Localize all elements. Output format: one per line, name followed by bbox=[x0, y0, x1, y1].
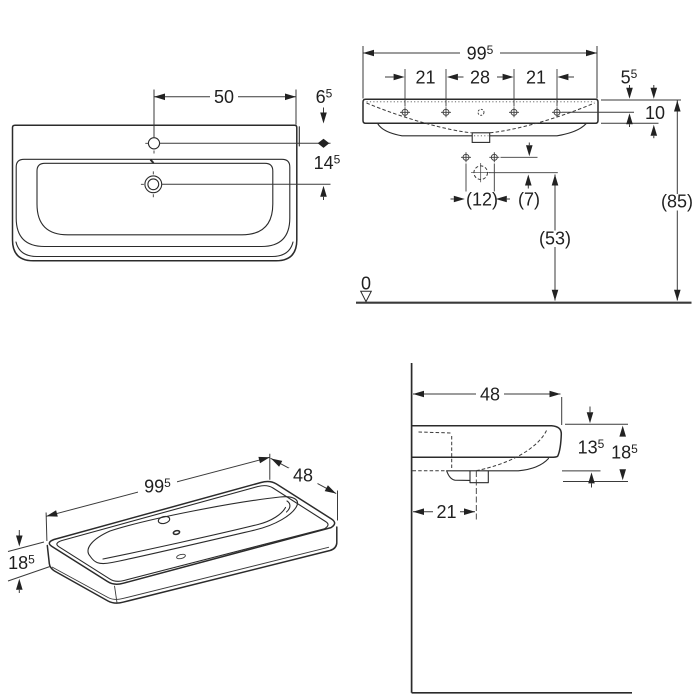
basin-front-outline bbox=[11, 124, 300, 262]
arrowhead bbox=[674, 289, 681, 301]
side-view-dimensions: 48 135 185 21 bbox=[413, 384, 638, 522]
overflow-slot bbox=[149, 158, 155, 164]
fixing-cross bbox=[489, 152, 500, 163]
arrowhead bbox=[320, 185, 327, 197]
arrowhead bbox=[650, 124, 658, 136]
fixing-cross bbox=[552, 107, 562, 118]
arrowhead bbox=[586, 49, 597, 57]
basin-bowl bbox=[87, 496, 298, 565]
dim-tap-left-label: 21 bbox=[415, 67, 435, 87]
drain-hole bbox=[140, 171, 163, 198]
arrowhead bbox=[674, 100, 681, 112]
arrowhead bbox=[413, 390, 424, 398]
dim-width-label: 995 bbox=[144, 476, 171, 497]
dim-tap-to-drain-label: 145 bbox=[314, 152, 341, 173]
height-dimensions: (53) (85) bbox=[536, 100, 697, 301]
fixing-cross bbox=[400, 107, 410, 118]
arrowhead bbox=[626, 87, 633, 99]
arrowhead bbox=[363, 49, 374, 57]
datum-triangle-icon bbox=[359, 290, 373, 303]
bracket-assembly: (12) (7) bbox=[450, 142, 558, 209]
arrowhead bbox=[619, 469, 626, 481]
arrowhead bbox=[324, 485, 336, 494]
dim-thickness-label: 10 bbox=[645, 103, 665, 123]
dim-drain-height-label: (53) bbox=[539, 228, 571, 248]
drain-outlet bbox=[471, 132, 491, 143]
dim-height-label: 185 bbox=[611, 442, 638, 463]
dim-drain-offset-label: 21 bbox=[436, 502, 456, 522]
arrowhead bbox=[413, 508, 424, 515]
arrowhead bbox=[650, 87, 658, 99]
arrowhead bbox=[557, 73, 569, 81]
dim-bracket-offset-label: (7) bbox=[518, 189, 540, 209]
front-view-dimensions: 50 65 145 bbox=[153, 87, 341, 200]
arrowhead bbox=[464, 508, 475, 515]
side-view: 48 135 185 21 bbox=[410, 363, 638, 694]
tap-hole-marks bbox=[400, 107, 562, 118]
drain-slot bbox=[176, 553, 186, 560]
tap-hole-mark bbox=[477, 108, 485, 116]
arrowhead bbox=[16, 535, 23, 547]
arrowhead bbox=[271, 458, 283, 467]
arrowhead bbox=[586, 412, 594, 424]
dim-depth-label: 48 bbox=[480, 384, 500, 404]
wall-line bbox=[410, 363, 632, 694]
diamond-marker bbox=[317, 138, 330, 148]
dim-bracket-span-label: (12) bbox=[466, 189, 498, 209]
width-dimension: 995 bbox=[362, 43, 598, 99]
front-view: 50 65 145 bbox=[11, 87, 341, 262]
fixing-cross bbox=[461, 152, 471, 163]
tap-spacing-dimensions: 21 28 21 bbox=[385, 67, 574, 107]
dim-height-label: 185 bbox=[8, 553, 35, 574]
dim-tap-right-label: 21 bbox=[526, 67, 546, 87]
dim-tap-offset-label: 50 bbox=[214, 87, 234, 107]
arrowhead bbox=[154, 93, 165, 101]
arrowhead bbox=[551, 174, 559, 186]
arrowhead bbox=[549, 390, 561, 398]
wall-and-floor bbox=[410, 363, 632, 694]
dim-depth-label: 48 bbox=[293, 466, 313, 486]
arrowhead bbox=[46, 510, 58, 517]
basin-side-outline bbox=[410, 424, 563, 522]
arrowhead bbox=[525, 174, 532, 186]
dim-tap-mid-label: 28 bbox=[470, 67, 490, 87]
perspective-dimensions: 995 48 185 bbox=[7, 453, 338, 593]
dim-basin-depth-label: 135 bbox=[578, 437, 605, 458]
arrowhead bbox=[258, 456, 270, 464]
arrowhead bbox=[588, 472, 595, 484]
arrowhead bbox=[526, 145, 533, 157]
basin-section-outline bbox=[362, 98, 599, 143]
overflow-hole bbox=[172, 529, 181, 536]
arrowhead bbox=[453, 195, 465, 203]
edge-drop-thickness-dimensions: 55 10 bbox=[562, 67, 681, 139]
tap-hole bbox=[145, 137, 161, 154]
fixing-cross bbox=[441, 107, 451, 118]
arrowhead bbox=[320, 112, 327, 124]
dim-width-label: 995 bbox=[467, 43, 494, 64]
ground-datum: 0 bbox=[356, 274, 692, 304]
perspective-view: 995 48 185 bbox=[7, 453, 338, 604]
arrowhead bbox=[16, 578, 23, 590]
tap-hole bbox=[157, 515, 171, 525]
arrowhead bbox=[619, 425, 626, 437]
basin-perspective-outline bbox=[46, 480, 338, 604]
arrowhead bbox=[626, 113, 633, 125]
arrowhead bbox=[551, 289, 559, 301]
installation-view: 995 21 28 21 55 10 bbox=[356, 43, 697, 304]
dim-overall-height-label: (85) bbox=[661, 191, 693, 211]
arrowhead bbox=[446, 73, 458, 81]
arrowhead bbox=[393, 73, 405, 81]
dim-edge-drop-label: 55 bbox=[621, 67, 638, 88]
arrowhead bbox=[502, 73, 514, 81]
arrowhead bbox=[285, 93, 296, 101]
dim-edge-to-tap-label: 65 bbox=[316, 87, 333, 108]
fixing-cross bbox=[509, 107, 519, 118]
arrowhead bbox=[495, 195, 507, 203]
datum-zero-label: 0 bbox=[361, 274, 371, 294]
